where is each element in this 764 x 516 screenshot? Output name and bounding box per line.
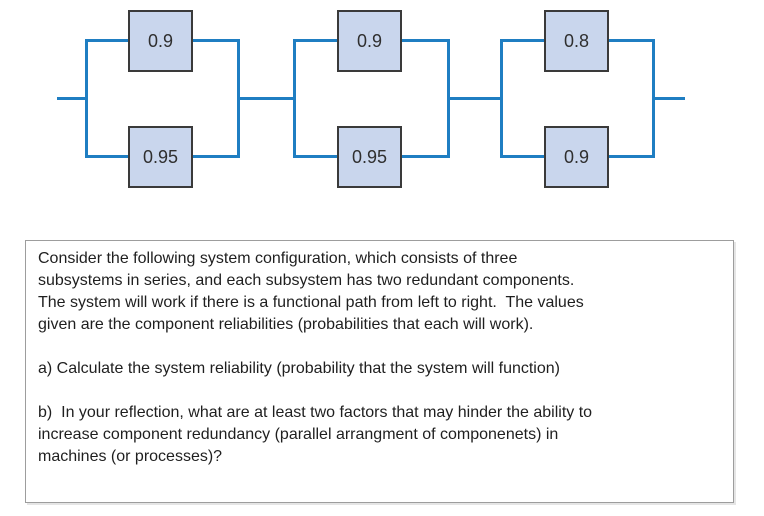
wire-output-stub (652, 97, 685, 100)
problem-statement-box: Consider the following system configurat… (25, 240, 734, 503)
component-box: 0.95 (128, 126, 193, 188)
component-reliability-value: 0.8 (563, 30, 590, 51)
question-part-b-line: increase component redundancy (parallel … (38, 426, 559, 443)
component-reliability-value: 0.9 (563, 146, 590, 167)
question-part-b-line: machines (or processes)? (38, 448, 223, 465)
component-box: 0.9 (544, 126, 609, 188)
question-part-b-line: b) In your reflection, what are at least… (38, 404, 593, 421)
paragraph-spacer (38, 380, 721, 402)
question-part-a: a) Calculate the system reliability (pro… (38, 360, 560, 377)
intro-line: subsystems in series, and each subsystem… (38, 272, 575, 289)
component-box: 0.95 (337, 126, 402, 188)
subsystem-3-right-rail (652, 39, 655, 158)
wire-input-stub (57, 97, 88, 100)
subsystem-3-left-rail (500, 39, 503, 158)
component-reliability-value: 0.95 (351, 146, 388, 167)
wire-connector-2-3 (447, 97, 503, 100)
subsystem-1-left-rail (85, 39, 88, 158)
component-box: 0.8 (544, 10, 609, 72)
component-reliability-value: 0.9 (356, 30, 383, 51)
subsystem-1-right-rail (237, 39, 240, 158)
reliability-block-diagram: 0.9 0.95 0.9 0.95 0.8 0.9 (0, 0, 764, 215)
subsystem-2-left-rail (293, 39, 296, 158)
component-reliability-value: 0.9 (147, 30, 174, 51)
component-box: 0.9 (128, 10, 193, 72)
component-box: 0.9 (337, 10, 402, 72)
intro-line: Consider the following system configurat… (38, 250, 518, 267)
component-reliability-value: 0.95 (142, 146, 179, 167)
intro-line: The system will work if there is a funct… (38, 294, 584, 311)
wire-connector-1-2 (237, 97, 296, 100)
intro-line: given are the component reliabilities (p… (38, 316, 534, 333)
subsystem-2-right-rail (447, 39, 450, 158)
paragraph-spacer (38, 336, 721, 358)
